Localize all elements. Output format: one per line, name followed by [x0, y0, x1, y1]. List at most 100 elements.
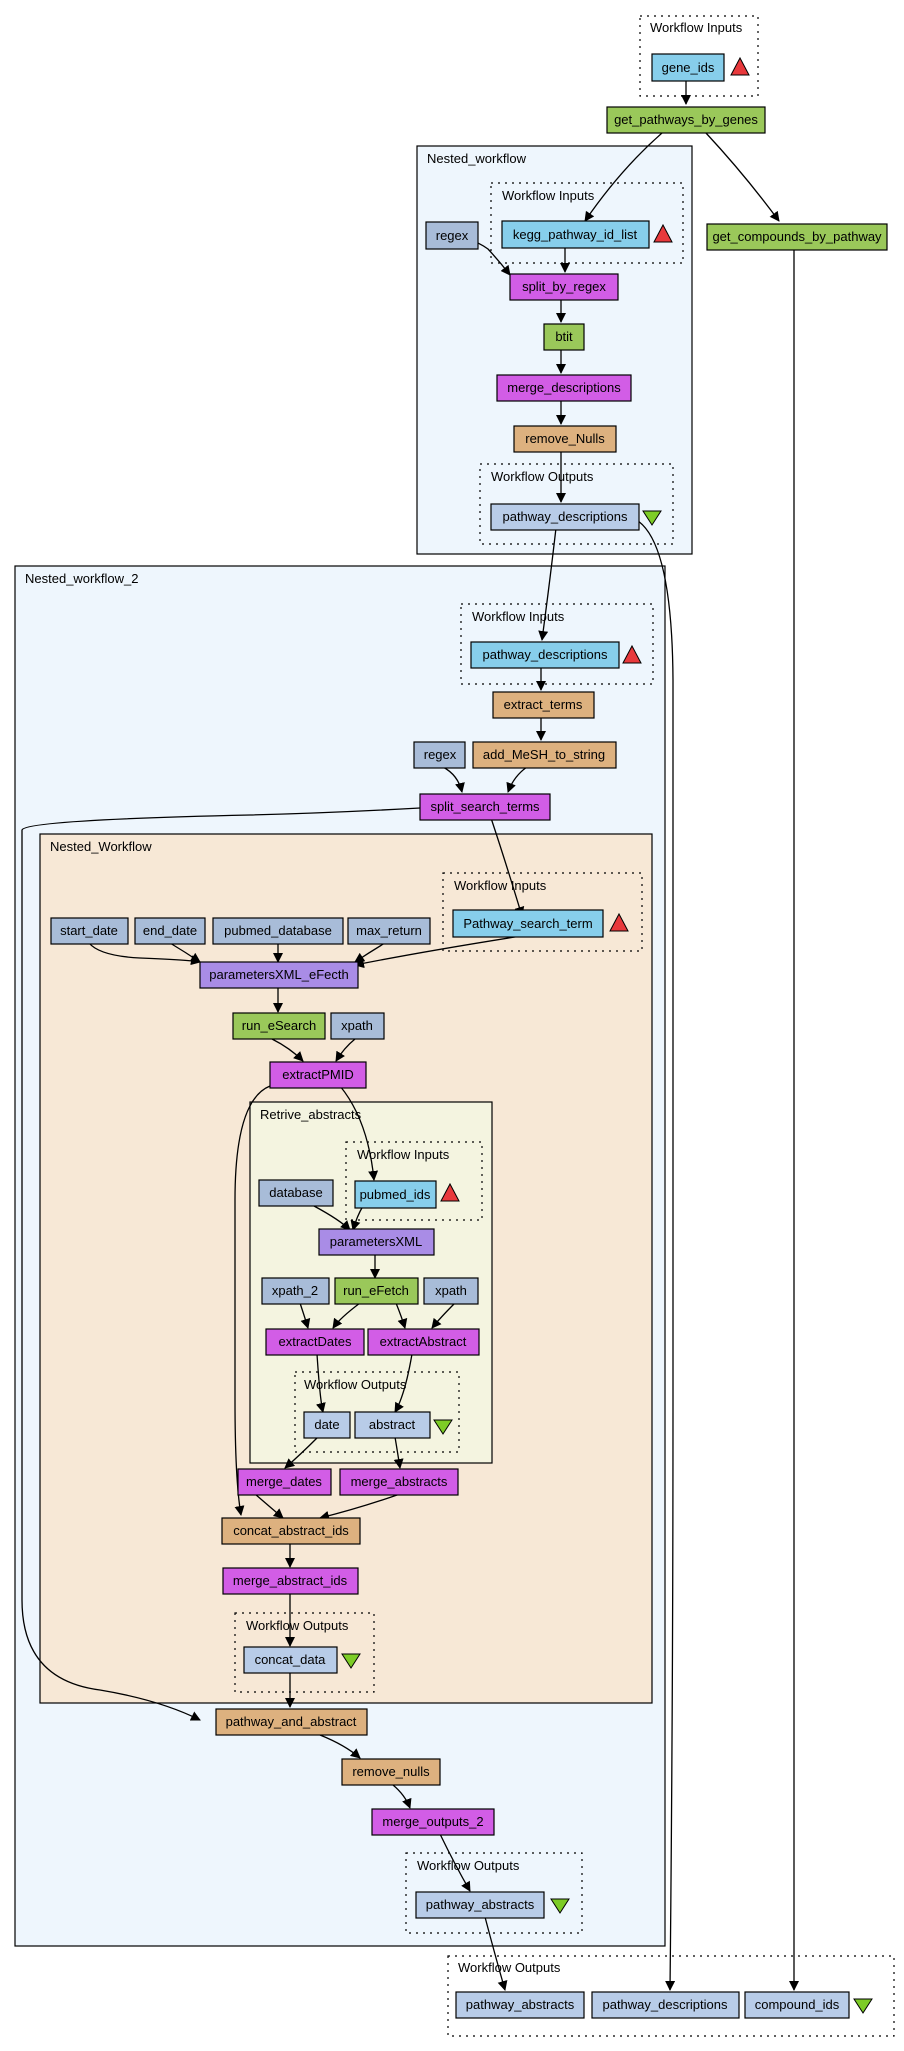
node-xpath-2[interactable]: xpath_2 — [261, 1277, 330, 1305]
node-get-pathways-by-genes-label: get_pathways_by_genes — [614, 112, 758, 127]
cluster-ra-outputs-label: Workflow Outputs — [304, 1377, 407, 1392]
node-extractpmid-label: extractPMID — [282, 1067, 354, 1082]
node-merge-descriptions-label: merge_descriptions — [507, 380, 621, 395]
node-extract-terms-label: extract_terms — [504, 697, 583, 712]
node-split-by-regex-label: split_by_regex — [522, 279, 606, 294]
node-remove-nulls-cap-label: remove_Nulls — [525, 431, 605, 446]
node-date[interactable]: date — [303, 1411, 351, 1439]
node-kegg-pathway-id-list[interactable]: kegg_pathway_id_list — [501, 220, 650, 249]
node-xpath-ra[interactable]: xpath — [423, 1277, 479, 1305]
edges — [21, 70, 799, 1991]
node-xpath-top-label: xpath — [341, 1018, 373, 1033]
node-start-date[interactable]: start_date — [50, 917, 129, 945]
node-database-label: database — [269, 1185, 323, 1200]
node-extractdates-label: extractDates — [279, 1334, 352, 1349]
node-parametersxml-efecth[interactable]: parametersXML_eFecth — [199, 961, 359, 989]
cluster-nw2-outputs: Workflow Outputs — [405, 1852, 583, 1934]
edge — [332, 1302, 361, 1329]
node-pathway-descriptions-in-label: pathway_descriptions — [482, 647, 608, 662]
node-regex-2-label: regex — [424, 747, 457, 762]
node-extract-terms[interactable]: extract_terms — [492, 691, 595, 719]
node-regex-2[interactable]: regex — [413, 741, 466, 769]
node-regex-label: regex — [436, 228, 469, 243]
node-concat-abstract-ids[interactable]: concat_abstract_ids — [221, 1517, 361, 1545]
node-pubmed-database[interactable]: pubmed_database — [212, 917, 344, 945]
node-pathway-descriptions-final-label: pathway_descriptions — [602, 1997, 728, 2012]
node-database[interactable]: database — [258, 1179, 334, 1207]
node-extractdates[interactable]: extractDates — [265, 1328, 365, 1356]
node-remove-nulls-cap[interactable]: remove_Nulls — [513, 425, 617, 453]
node-get-compounds-by-pathway[interactable]: get_compounds_by_pathway — [706, 223, 888, 251]
cluster-nwi-inputs: Workflow Inputs — [442, 872, 643, 952]
node-pubmed-ids[interactable]: pubmed_ids — [354, 1180, 437, 1209]
edge — [319, 1493, 401, 1521]
node-end-date[interactable]: end_date — [134, 917, 206, 945]
node-gene-ids[interactable]: gene_ids — [651, 53, 725, 82]
edge — [354, 935, 522, 969]
node-merge-dates[interactable]: merge_dates — [237, 1468, 332, 1496]
cluster-nw2-inputs-label: Workflow Inputs — [472, 609, 565, 624]
triangle-down-icon — [433, 1419, 453, 1435]
node-run-esearch-label: run_eSearch — [242, 1018, 316, 1033]
node-merge-outputs-2-label: merge_outputs_2 — [382, 1814, 483, 1829]
node-split-by-regex[interactable]: split_by_regex — [509, 273, 619, 301]
node-start-date-label: start_date — [60, 923, 118, 938]
node-end-date-label: end_date — [143, 923, 197, 938]
edge — [315, 1353, 326, 1413]
node-remove-nulls[interactable]: remove_nulls — [341, 1758, 441, 1786]
node-merge-outputs-2[interactable]: merge_outputs_2 — [371, 1808, 495, 1836]
edge — [538, 527, 557, 641]
node-extractabstract[interactable]: extractAbstract — [367, 1328, 480, 1356]
node-pathway-abstracts-final[interactable]: pathway_abstracts — [455, 1991, 585, 2019]
node-pathway-search-term[interactable]: Pathway_search_term — [452, 909, 604, 938]
triangle-down-icon — [853, 1998, 873, 2014]
node-abstract-label: abstract — [369, 1417, 416, 1432]
node-pathway-descriptions-out-label: pathway_descriptions — [502, 509, 628, 524]
node-xpath-top[interactable]: xpath — [330, 1012, 385, 1040]
node-add-mesh-to-string[interactable]: add_MeSH_to_string — [472, 741, 617, 769]
node-pathway-descriptions-in[interactable]: pathway_descriptions — [470, 641, 620, 669]
edge — [394, 1353, 413, 1413]
node-kegg-pathway-id-list-label: kegg_pathway_id_list — [513, 227, 638, 242]
node-get-compounds-by-pathway-label: get_compounds_by_pathway — [712, 229, 882, 244]
node-btit[interactable]: btit — [543, 323, 585, 351]
node-run-esearch[interactable]: run_eSearch — [232, 1012, 326, 1040]
node-pathway-abstracts-final-label: pathway_abstracts — [466, 1997, 575, 2012]
cluster-nw-outputs: Workflow Outputs — [479, 463, 674, 545]
edge — [439, 1833, 471, 1892]
node-merge-abstracts[interactable]: merge_abstracts — [339, 1468, 459, 1496]
node-pathway-descriptions-final[interactable]: pathway_descriptions — [591, 1991, 740, 2019]
node-merge-descriptions[interactable]: merge_descriptions — [496, 374, 632, 402]
node-run-efetch[interactable]: run_eFetch — [334, 1277, 419, 1305]
node-get-pathways-by-genes[interactable]: get_pathways_by_genes — [606, 106, 766, 134]
edge — [484, 1916, 508, 1991]
triangle-up-icon — [622, 644, 642, 664]
node-parametersxml-label: parametersXML — [330, 1234, 422, 1249]
edge — [339, 1085, 379, 1181]
node-split-search-terms[interactable]: split_search_terms — [419, 793, 551, 821]
cluster-nested-workflow-2-label: Nested_workflow_2 — [25, 571, 138, 586]
node-gene-ids-label: gene_ids — [662, 60, 715, 75]
node-btit-label: btit — [555, 329, 573, 344]
node-pathway-and-abstract[interactable]: pathway_and_abstract — [215, 1708, 368, 1736]
node-abstract[interactable]: abstract — [354, 1411, 431, 1439]
node-pubmed-database-label: pubmed_database — [224, 923, 332, 938]
node-max-return[interactable]: max_return — [347, 917, 431, 945]
node-parametersxml[interactable]: parametersXML — [318, 1228, 435, 1256]
edge — [254, 1493, 284, 1519]
node-compound-ids[interactable]: compound_ids — [744, 1991, 850, 2019]
node-remove-nulls-label: remove_nulls — [352, 1764, 430, 1779]
node-pathway-abstracts-nw2-label: pathway_abstracts — [426, 1897, 535, 1912]
node-pathway-abstracts-nw2[interactable]: pathway_abstracts — [415, 1891, 545, 1919]
node-merge-abstract-ids[interactable]: merge_abstract_ids — [222, 1567, 359, 1595]
cluster-nwi-inputs-label: Workflow Inputs — [454, 878, 547, 893]
node-pathway-descriptions-out[interactable]: pathway_descriptions — [490, 503, 640, 531]
node-extractabstract-label: extractAbstract — [380, 1334, 467, 1349]
node-concat-data[interactable]: concat_data — [243, 1646, 338, 1674]
cluster-nw2-inputs: Workflow Inputs — [460, 603, 654, 685]
edge — [392, 1784, 412, 1809]
node-regex[interactable]: regex — [425, 221, 479, 250]
node-run-efetch-label: run_eFetch — [343, 1283, 409, 1298]
node-extractpmid[interactable]: extractPMID — [269, 1061, 367, 1089]
edge — [393, 1436, 404, 1469]
